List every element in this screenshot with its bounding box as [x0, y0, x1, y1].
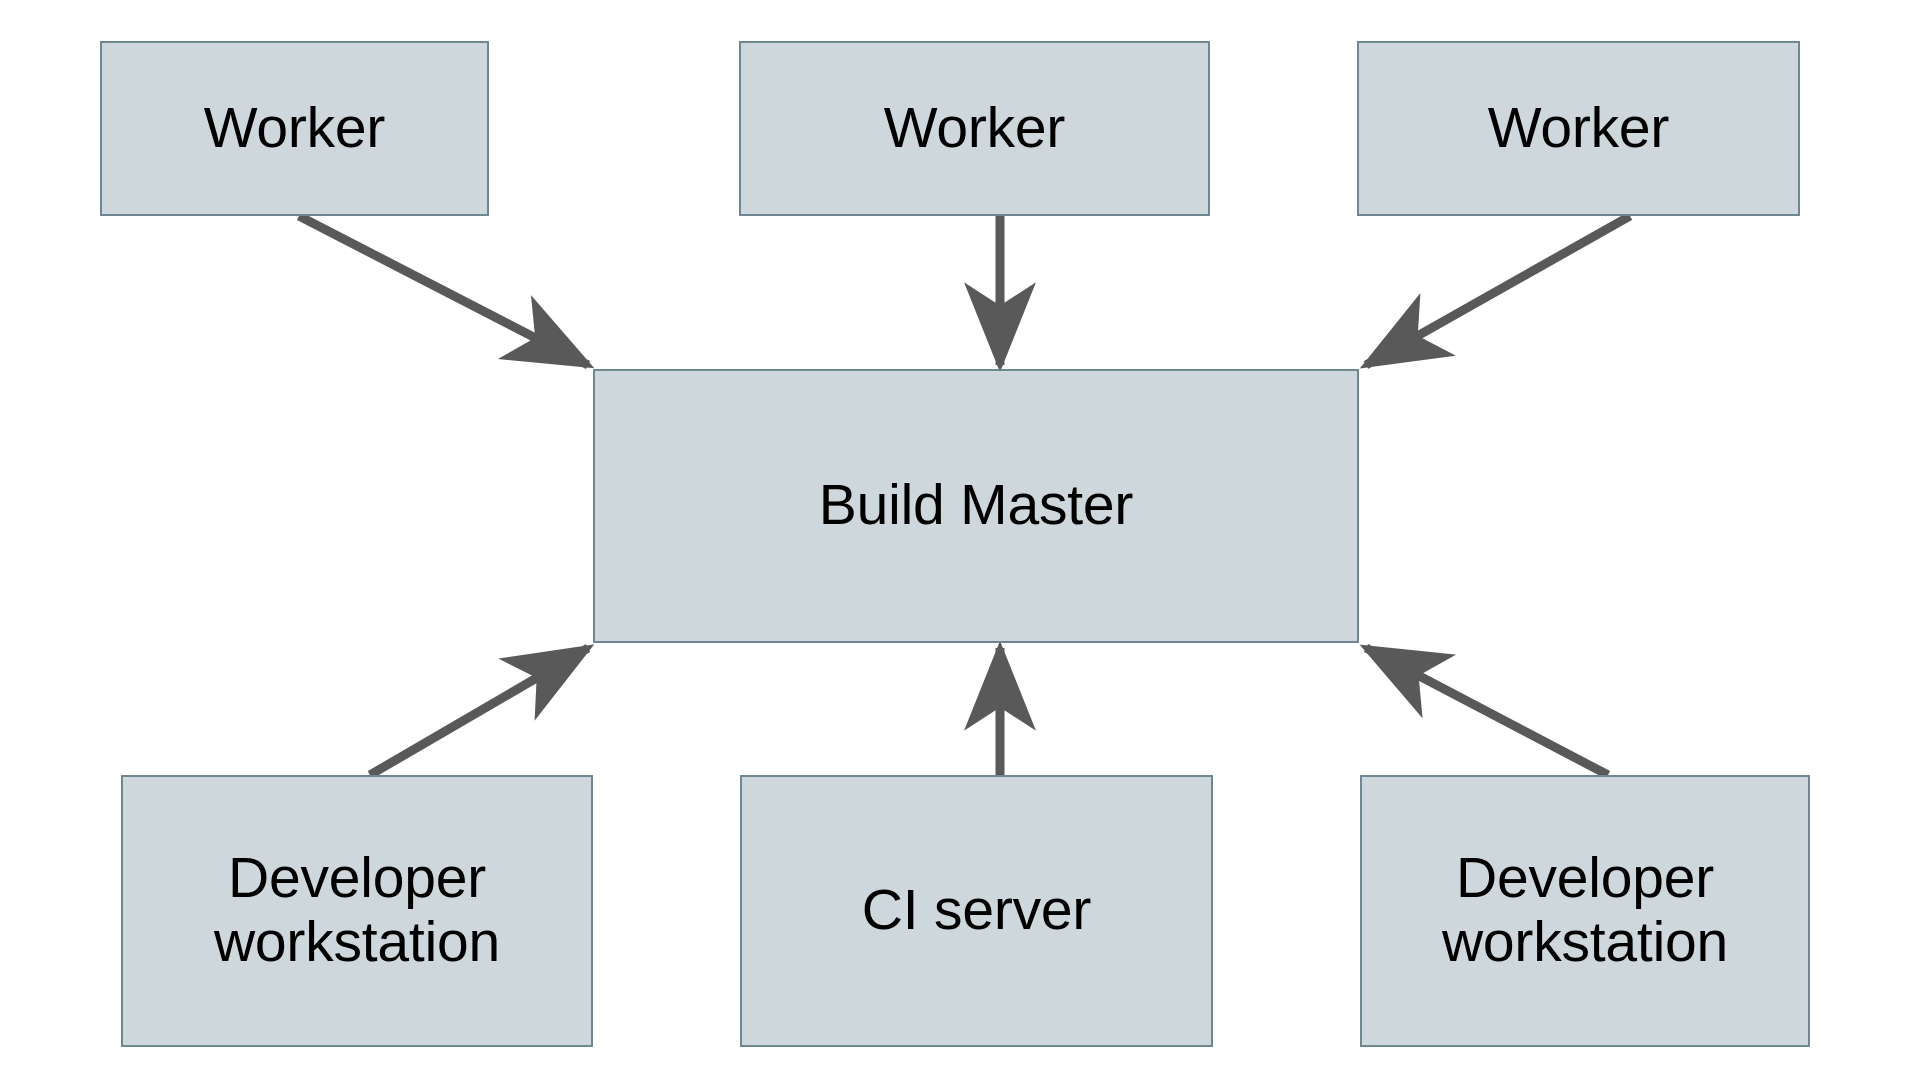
node-worker-3-label: Worker: [1487, 95, 1670, 160]
node-worker-3[interactable]: Worker: [1357, 41, 1800, 216]
node-developer-workstation-right[interactable]: Developer workstation: [1360, 775, 1810, 1047]
node-worker-1[interactable]: Worker: [100, 41, 489, 216]
edge-dev-left-to-build-master: [367, 644, 595, 779]
node-build-master[interactable]: Build Master: [593, 369, 1359, 643]
node-worker-1-label: Worker: [203, 95, 386, 160]
node-developer-workstation-left-label: Developer workstation: [213, 846, 501, 974]
node-ci-server[interactable]: CI server: [740, 775, 1213, 1047]
edge-dev-right-to-build-master: [1359, 644, 1611, 779]
node-worker-2-label: Worker: [883, 95, 1066, 160]
edge-worker3-to-build-master: [1359, 212, 1633, 369]
node-worker-2[interactable]: Worker: [739, 41, 1210, 216]
node-developer-workstation-right-label: Developer workstation: [1441, 846, 1729, 974]
node-developer-workstation-left[interactable]: Developer workstation: [121, 775, 593, 1047]
edge-worker1-to-build-master: [296, 212, 595, 369]
node-build-master-label: Build Master: [818, 473, 1134, 538]
node-ci-server-label: CI server: [861, 878, 1092, 943]
